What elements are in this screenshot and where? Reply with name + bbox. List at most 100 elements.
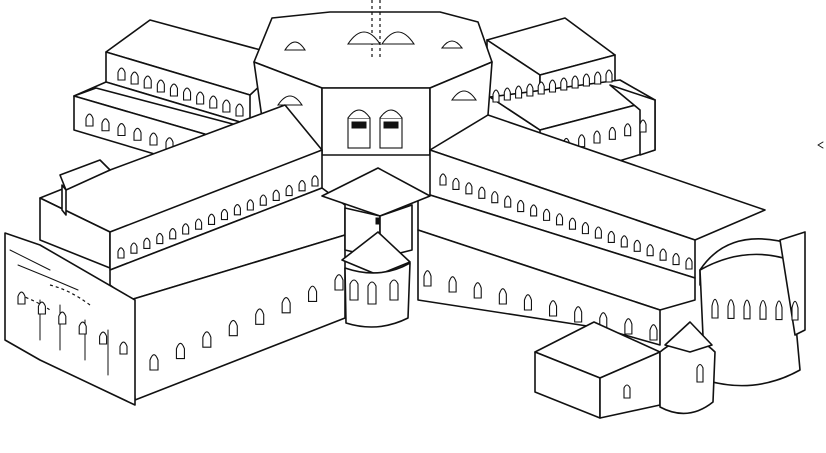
arched-window (633, 239, 641, 252)
arched-window (439, 173, 447, 186)
arched-window (543, 208, 551, 221)
arched-window (423, 270, 432, 287)
arched-window (578, 134, 586, 148)
arched-window (568, 217, 577, 230)
octagonal-crossing-tower (253, 0, 493, 156)
arched-window (582, 73, 590, 87)
arched-window (143, 75, 152, 89)
arched-window (202, 331, 212, 348)
arched-window (672, 253, 680, 266)
back-right-wing (486, 17, 656, 186)
arched-window (130, 71, 139, 85)
arched-window (555, 213, 564, 226)
arched-window (143, 237, 151, 249)
arched-window (169, 83, 178, 97)
arched-window (207, 213, 216, 225)
arched-window (196, 91, 205, 105)
arched-window (607, 230, 615, 244)
arched-window (549, 300, 558, 317)
arched-window (503, 87, 511, 101)
left-annex-block (4, 232, 136, 406)
arched-window (448, 276, 457, 293)
left-front-block (59, 159, 111, 216)
arched-window (608, 126, 616, 140)
arched-window (101, 118, 110, 132)
arched-window (452, 177, 460, 190)
arched-window (119, 341, 128, 355)
arched-window (791, 300, 799, 321)
arched-window (599, 312, 608, 329)
arched-window (646, 244, 654, 257)
arched-window (574, 306, 583, 323)
arched-window (530, 204, 538, 217)
arched-window (149, 132, 158, 146)
arched-window (85, 113, 94, 127)
arched-window (117, 247, 125, 259)
arched-window (571, 75, 579, 89)
arched-window (526, 83, 534, 97)
arched-window (478, 186, 486, 199)
arched-window (149, 354, 159, 371)
arched-window (117, 67, 126, 81)
arched-window (156, 232, 164, 245)
arched-window (639, 119, 647, 133)
arched-window (465, 182, 473, 195)
arched-window (498, 288, 507, 305)
arched-window (523, 294, 532, 311)
arched-window (233, 204, 241, 216)
arched-window (182, 223, 190, 235)
arched-window (504, 195, 512, 208)
arched-window (78, 321, 87, 335)
arched-window (169, 228, 177, 240)
arched-window (117, 123, 126, 137)
arched-window (548, 79, 557, 93)
arched-window (272, 189, 280, 201)
arched-window (246, 199, 254, 211)
arched-window (156, 79, 165, 93)
arched-window (308, 285, 318, 302)
right-nave (417, 114, 766, 346)
arched-window (605, 69, 613, 83)
arched-window (581, 222, 589, 235)
arched-window (255, 308, 265, 325)
arched-window (593, 130, 601, 144)
arched-window (228, 319, 238, 337)
arched-window (130, 242, 138, 254)
central-porch-tower (321, 167, 431, 328)
arched-window (58, 311, 67, 325)
arched-window (220, 208, 229, 221)
arched-window (743, 299, 751, 320)
arched-window (491, 191, 499, 204)
arched-window (195, 218, 203, 230)
arched-window (594, 71, 602, 85)
arched-window (259, 194, 267, 206)
arched-window (222, 99, 231, 113)
margin-mark (817, 141, 824, 149)
arched-window (594, 226, 602, 239)
arched-window (659, 248, 667, 261)
arched-window (620, 235, 628, 248)
arched-window (624, 318, 633, 335)
arched-window (685, 257, 693, 270)
arched-window (37, 301, 46, 315)
arched-window (492, 89, 500, 103)
arched-window (759, 299, 767, 320)
arched-window (99, 331, 108, 345)
arched-window (183, 87, 192, 101)
arched-window (209, 95, 218, 109)
arched-window (311, 175, 319, 187)
arched-window (727, 299, 735, 319)
arched-window (537, 81, 545, 95)
arched-window (515, 85, 523, 99)
arched-window (285, 184, 293, 197)
right-apse (699, 231, 806, 387)
arched-window (711, 298, 719, 319)
arched-window (649, 324, 658, 341)
arched-window (281, 297, 291, 314)
arched-window (775, 300, 783, 321)
arched-window (133, 127, 142, 141)
arched-window (175, 342, 185, 360)
arched-window (298, 180, 306, 192)
